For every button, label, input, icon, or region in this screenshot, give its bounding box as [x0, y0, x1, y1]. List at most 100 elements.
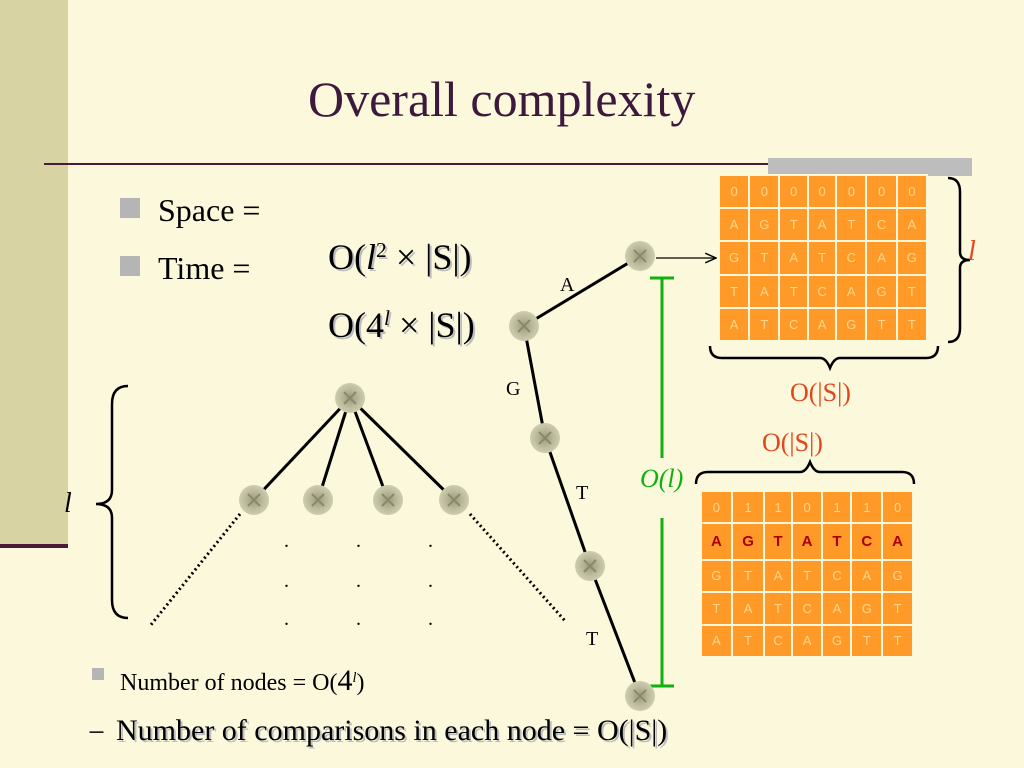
grid-cell: T: [717, 273, 751, 309]
edge-a: [523, 254, 641, 328]
width-label-bottom: O(|S|): [762, 428, 823, 457]
grid-cell: A: [790, 623, 824, 659]
tree-node: [509, 311, 539, 341]
tree-edge: [348, 396, 456, 502]
tree-edge: [252, 396, 352, 502]
grid-cell: A: [835, 273, 868, 309]
edge-t1: [543, 437, 592, 567]
grid-cell: 0: [881, 489, 914, 525]
grid-cell: A: [730, 591, 766, 626]
title-rule-accent: [768, 158, 972, 176]
grid-cell: C: [790, 591, 824, 626]
grid-cell: A: [790, 522, 824, 561]
grid-cell: T: [790, 558, 824, 594]
grid-cell: A: [717, 306, 751, 343]
edge-g: [522, 325, 547, 439]
ellipsis-dot: .: [356, 608, 361, 630]
grid-cell: G: [865, 273, 898, 309]
brace-top-grid-bottom: [708, 345, 940, 372]
grid-cell: A: [850, 558, 884, 594]
grid-cell: 1: [821, 489, 853, 525]
grid-cell: T: [881, 591, 914, 626]
l-label-right: l: [968, 236, 976, 267]
time-formula: O(4l × |S|): [328, 305, 475, 345]
grid-cell: T: [895, 306, 929, 343]
dotted-edge-left: [148, 513, 242, 627]
tree-node: [625, 241, 655, 271]
tree-node: [373, 485, 403, 515]
ellipsis-dot: .: [428, 530, 433, 552]
grid-cell: G: [730, 522, 766, 561]
grid-cell: 0: [835, 173, 868, 210]
bullet-square-icon: [120, 256, 140, 276]
grid-cell: C: [778, 306, 809, 343]
grid-cell: 0: [865, 173, 898, 210]
grid-cell: T: [748, 240, 781, 276]
grid-cell: T: [730, 623, 766, 659]
grid-cell: G: [700, 558, 733, 594]
grid-cell: G: [717, 240, 751, 276]
grid-cell: T: [881, 623, 914, 659]
l-label-left: l: [64, 488, 72, 519]
space-formula: O(l2 × |S|): [328, 237, 472, 277]
tree-node: [303, 485, 333, 515]
grid-cell: C: [821, 558, 853, 594]
edge-t2: [588, 565, 642, 697]
brace-right: [947, 176, 971, 344]
ellipsis-dot: .: [356, 530, 361, 552]
nodes-count-text: Number of nodes = O(4l): [120, 664, 365, 697]
tree-node: [625, 681, 655, 711]
grid-cell: 0: [790, 489, 824, 525]
grid-cell: A: [700, 623, 733, 659]
grid-cell: T: [778, 207, 809, 243]
grid-cell: G: [748, 207, 781, 243]
tree-edge: [348, 397, 390, 501]
bullet-square-icon: [120, 198, 140, 218]
ellipsis-dot: .: [284, 570, 289, 592]
grid-cell: C: [835, 240, 868, 276]
bullet-square-icon: [92, 668, 104, 680]
height-label: O(l): [640, 464, 684, 493]
width-label-top: O(|S|): [790, 378, 851, 407]
grid-cell: C: [865, 207, 898, 243]
grid-cell: G: [881, 558, 914, 594]
grid-cell: A: [700, 522, 733, 561]
grid-cell: T: [806, 240, 838, 276]
grid-cell: 1: [763, 489, 793, 525]
grid-cell: T: [730, 558, 766, 594]
tree-edge: [316, 397, 352, 501]
tree-node: [439, 485, 469, 515]
grid-cell: T: [821, 522, 853, 561]
edge-label-a: A: [560, 274, 575, 296]
edge-label-t2: T: [586, 628, 599, 650]
grid-cell: 0: [895, 173, 929, 210]
grid-cell: 0: [778, 173, 809, 210]
tree-node: [335, 383, 365, 413]
slide-title: Overall complexity: [308, 71, 696, 127]
ellipsis-dot: .: [428, 570, 433, 592]
grid-cell: T: [778, 273, 809, 309]
grid-cell: G: [850, 591, 884, 626]
grid-cell: T: [850, 623, 884, 659]
grid-cell: A: [806, 207, 838, 243]
ellipsis-dot: .: [284, 608, 289, 630]
edge-label-g: G: [506, 378, 521, 400]
grid-cell: A: [806, 306, 838, 343]
grid-cell: T: [763, 591, 793, 626]
grid-cell: T: [748, 306, 781, 343]
grid-cell: A: [865, 240, 898, 276]
grid-cell: T: [865, 306, 898, 343]
grid-cell: 0: [748, 173, 781, 210]
grid-cell: A: [778, 240, 809, 276]
grid-cell: 0: [700, 489, 733, 525]
left-sidebar-band: [0, 0, 68, 548]
